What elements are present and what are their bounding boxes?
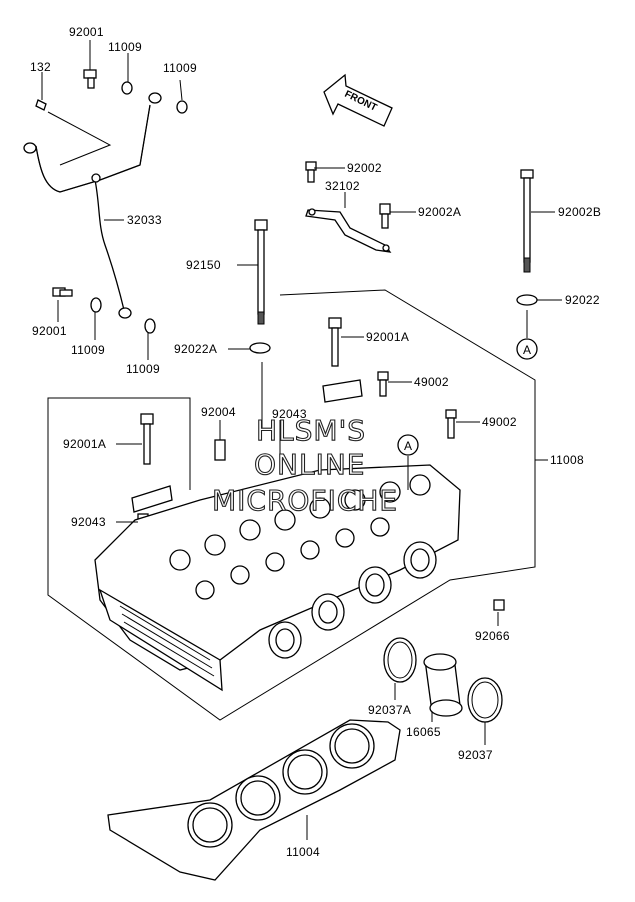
callout-a-2: A: [397, 434, 419, 456]
label-11009-c: 11009: [71, 343, 105, 357]
washer-11009-d: [144, 318, 156, 334]
oil-pipe-assembly: [23, 92, 162, 319]
callout-a-1-text: A: [523, 343, 531, 357]
bolt-132: [35, 99, 47, 111]
bolt-92002: [305, 161, 317, 183]
label-92002A: 92002A: [418, 205, 461, 219]
washer-11009-c: [90, 297, 102, 313]
label-11008: 11008: [550, 453, 584, 467]
label-49002-b: 49002: [482, 415, 517, 429]
callout-a-2-text: A: [404, 439, 412, 453]
label-49002-a: 49002: [414, 375, 449, 389]
plug-92066: [493, 599, 505, 611]
watermark-line-1: HLSM'S: [256, 414, 366, 447]
label-32102: 32102: [325, 179, 360, 193]
label-11009-b: 11009: [163, 61, 197, 75]
label-92037A: 92037A: [368, 703, 411, 717]
washer-11009-b: [176, 100, 188, 114]
fitting-49002-b: [445, 409, 457, 439]
leader-lines: [41, 40, 562, 840]
bolt-92001A-low: [140, 413, 154, 465]
bracket-32102: [305, 208, 392, 253]
label-92043-low: 92043: [71, 515, 106, 529]
label-11009-d: 11009: [126, 362, 160, 376]
gasket-11004: [107, 719, 401, 881]
label-92150: 92150: [186, 258, 221, 272]
label-92037: 92037: [458, 748, 493, 762]
cylinder-head-frame: [47, 289, 548, 721]
front-arrow-icon: FRONT: [323, 73, 393, 127]
label-92022A: 92022A: [174, 342, 217, 356]
label-132: 132: [30, 60, 51, 74]
washer-92022: [516, 294, 538, 306]
bolt-92001A-top: [328, 317, 342, 367]
clamp-92037A: [383, 637, 417, 683]
dowel-92004: [214, 439, 226, 461]
fitting-49002-a: [377, 371, 389, 397]
label-11009-a: 11009: [108, 40, 142, 54]
washer-11009-a: [121, 81, 133, 95]
bolt-92002A: [379, 203, 391, 229]
bolt-92002B: [520, 169, 534, 273]
label-92002B: 92002B: [558, 205, 601, 219]
bolt-92001-low: [52, 287, 73, 297]
label-92022: 92022: [565, 293, 600, 307]
bolt-92001-top: [83, 69, 97, 89]
washer-92022A: [249, 342, 271, 354]
watermark: HLSM'S ONLINE MICROFICHE: [211, 413, 398, 517]
label-92001-low: 92001: [32, 324, 67, 338]
label-92004: 92004: [201, 405, 236, 419]
watermark-line-2: ONLINE: [254, 448, 365, 481]
label-92001-top: 92001: [69, 25, 104, 39]
label-11004: 11004: [286, 845, 320, 859]
label-92001A-low: 92001A: [63, 437, 106, 451]
holder-16065: [423, 653, 463, 717]
label-16065: 16065: [406, 725, 441, 739]
label-92043-top: 92043: [272, 407, 307, 421]
stud-92150: [254, 219, 268, 325]
label-92001A-top: 92001A: [366, 330, 409, 344]
label-92002: 92002: [347, 161, 382, 175]
watermark-line-3: MICROFICHE: [212, 484, 398, 517]
callout-a-1: A: [516, 338, 538, 360]
cylinder-head-11008: [94, 379, 461, 692]
label-32033: 32033: [127, 213, 162, 227]
clamp-92037: [467, 677, 503, 723]
label-92066: 92066: [475, 629, 510, 643]
